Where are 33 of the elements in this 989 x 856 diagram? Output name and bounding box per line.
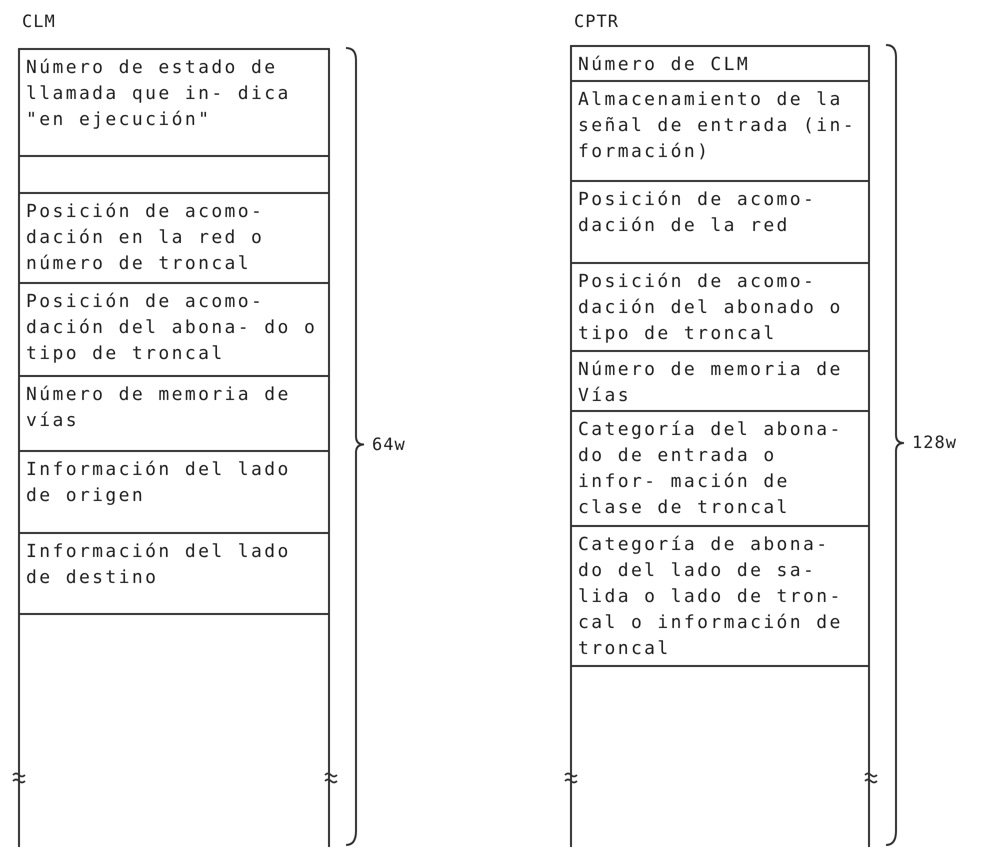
memory-field [18, 615, 330, 847]
field-label: Información del lado de origen [26, 458, 292, 508]
memory-field [18, 377, 330, 452]
field-label: Posición de acomo- dación de la red [578, 188, 818, 238]
memory-field [18, 194, 330, 284]
word-count-label: 64w [372, 434, 406, 454]
memory-field [18, 157, 330, 194]
memory-field [570, 667, 870, 847]
field-label: Categoría del abona- do de entrada o infor- mación de clase de troncal [578, 418, 844, 520]
field-label: Almacenamiento de la señal de entrada (in- formación) [578, 88, 857, 164]
field-label: Posición de acomo- dación del abona- do o tipo de troncal [26, 290, 318, 366]
field-label: Número de estado de llamada que in- dica "en ejecución" [26, 56, 292, 132]
field-label: Número de memoria de vías [26, 383, 292, 433]
memory-field [570, 264, 870, 352]
field-label: Información del lado de destino [26, 540, 292, 590]
memory-field [570, 47, 870, 82]
memory-field [18, 534, 330, 615]
field-label: Número de memoria de Vías [578, 358, 844, 408]
word-count-label: 128w [912, 433, 957, 453]
memory-field [18, 452, 330, 534]
memory-field [570, 82, 870, 182]
field-label: Posición de acomo- dación del abonado o tipo de troncal [578, 270, 844, 346]
memory-field [570, 412, 870, 527]
memory-field [570, 527, 870, 667]
memory-field [18, 284, 330, 377]
table-heading: CPTR [574, 12, 619, 32]
table-heading: CLM [22, 12, 56, 32]
field-label: Categoría de abona- do del lado de sa- lida o lado de tron- cal o información de troncal [578, 533, 844, 661]
memory-field [18, 50, 330, 157]
field-label: Posición de acomo- dación en la red o número de troncal [26, 200, 266, 276]
memory-field [570, 352, 870, 412]
field-label: Número de CLM [578, 53, 750, 77]
memory-field [570, 182, 870, 264]
